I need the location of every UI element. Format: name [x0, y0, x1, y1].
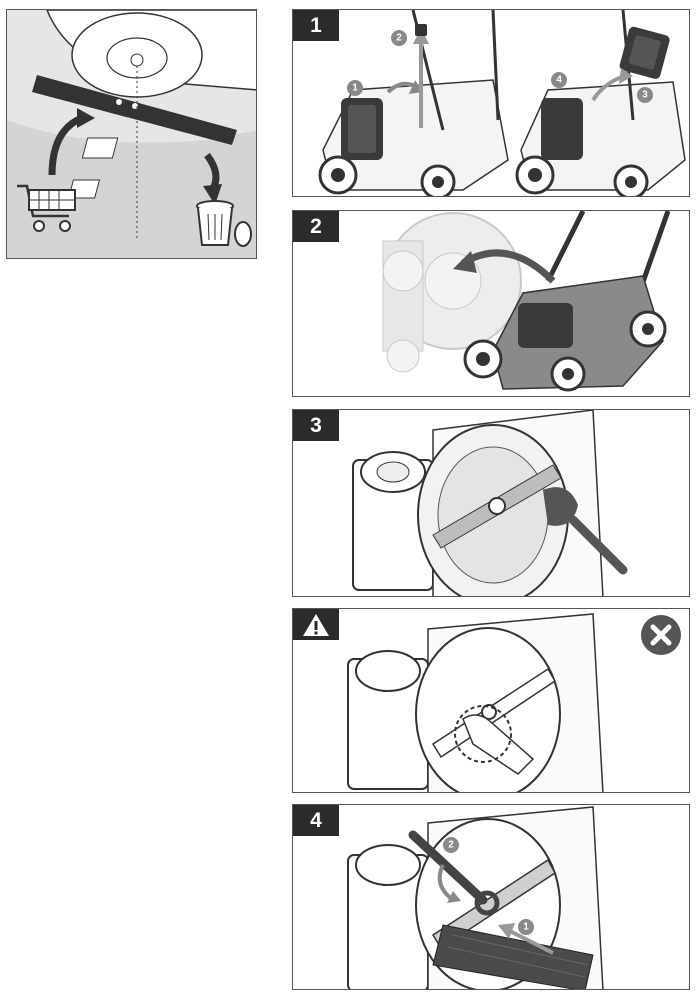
- battery-removal-illustration: 1 2 4 3: [318, 10, 686, 196]
- step-3-badge: 3: [293, 410, 339, 441]
- blade-underside-icon: [352, 410, 604, 596]
- step-1-panel: 1 1 2: [292, 9, 690, 197]
- battery-icon: [341, 98, 383, 160]
- mower-tilt-illustration: [382, 211, 671, 392]
- wood-block-icon: [432, 924, 594, 989]
- step-4-badge: 4: [293, 805, 339, 836]
- prohibited-icon: [641, 615, 681, 655]
- step4-callout-1: 1: [523, 922, 529, 933]
- brush-icon: [543, 487, 628, 575]
- step4-callout-2: 2: [448, 840, 454, 851]
- wrench-icon: [408, 830, 500, 916]
- callout-1: 1: [352, 83, 358, 94]
- warning-badge: [293, 609, 339, 640]
- blade-replacement-illustration: [7, 10, 256, 258]
- battery-icon: [619, 26, 670, 79]
- step-1-badge: 1: [293, 10, 339, 41]
- rotate-arrow-icon: [453, 249, 556, 284]
- warning-panel: [292, 608, 690, 793]
- step-2-panel: 2: [292, 210, 690, 397]
- callout-4: 4: [556, 75, 562, 86]
- hand-icon: [462, 714, 535, 775]
- unsafe-handling-illustration: [347, 613, 681, 792]
- step-2-badge: 2: [293, 211, 339, 242]
- callout-2: 2: [396, 33, 402, 44]
- trash-bin-icon: [196, 200, 252, 247]
- bolt-icon: [415, 24, 427, 36]
- step-4-panel: 4 2 1: [292, 804, 690, 990]
- warning-triangle-icon: [303, 613, 329, 636]
- mower-icon: [463, 211, 671, 392]
- blade-cleaning-illustration: [352, 410, 628, 596]
- callout-3: 3: [642, 90, 648, 101]
- shopping-cart-icon: [17, 184, 76, 232]
- mower-tilt-icon: [382, 212, 522, 373]
- blade-replacement-panel: [6, 9, 257, 259]
- blade-unscrewing-illustration: 2 1: [347, 806, 604, 989]
- step-3-panel: 3: [292, 409, 690, 597]
